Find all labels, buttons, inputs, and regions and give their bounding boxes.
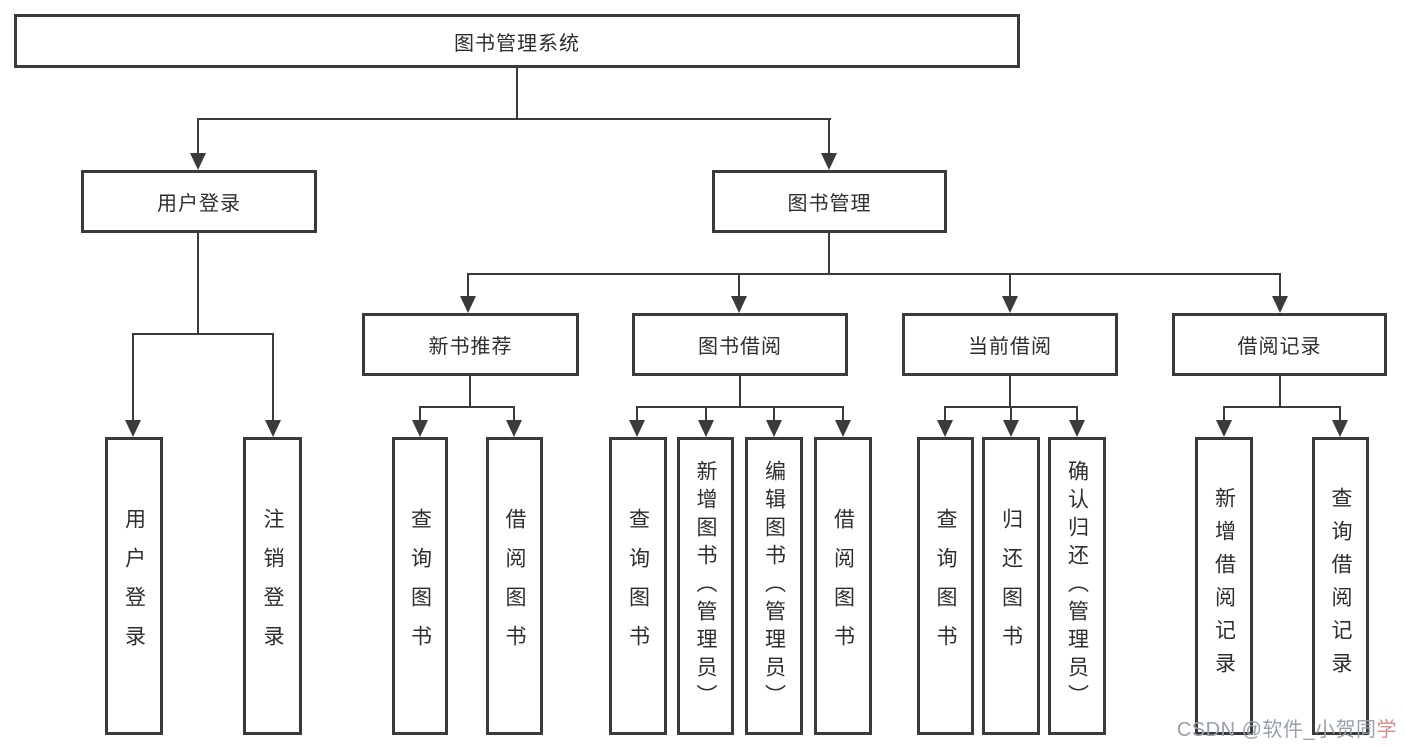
connector-line: [132, 333, 274, 335]
leaf-borrow-books: 借阅图书: [814, 437, 872, 735]
node-user-login: 用户登录: [81, 170, 317, 233]
leaf-label: 查询图书: [934, 508, 957, 664]
connector-line: [132, 333, 134, 421]
leaf-label: 查询图书: [626, 508, 650, 664]
arrow-down-icon: [1332, 420, 1348, 437]
node-label: 当前借阅: [968, 336, 1052, 358]
connector-line: [1223, 406, 1225, 421]
connector-line: [419, 406, 421, 421]
leaf-confirm-return-admin: 确认归还（管理员）: [1048, 437, 1106, 735]
watermark-text: CSDN @软件_小贺同: [1176, 719, 1377, 741]
connector-line: [1339, 406, 1341, 421]
arrow-down-icon: [460, 296, 476, 313]
node-label: 新书推荐: [428, 336, 513, 358]
leaf-edit-books-admin: 编辑图书（管理员）: [745, 437, 803, 735]
connector-line: [842, 406, 844, 421]
connector-line: [197, 233, 199, 334]
leaf-label: 确认归还（管理员）: [1065, 460, 1089, 712]
leaf-label: 借阅图书: [831, 508, 855, 664]
connector-line: [513, 406, 515, 421]
arrow-down-icon: [1002, 296, 1018, 313]
connector-line: [516, 68, 518, 118]
arrow-down-icon: [412, 420, 428, 437]
arrow-down-icon: [265, 420, 281, 437]
leaf-label: 用户登录: [122, 508, 146, 664]
leaf-add-borrow-record: 新增借阅记录: [1195, 437, 1253, 735]
arrow-down-icon: [1272, 296, 1288, 313]
leaf-add-books-admin: 新增图书（管理员）: [677, 437, 734, 735]
arrow-down-icon: [766, 420, 782, 437]
leaf-query-borrow-record: 查询借阅记录: [1312, 437, 1369, 735]
connector-line: [467, 273, 1281, 275]
node-label: 借阅记录: [1237, 336, 1322, 358]
arrow-down-icon: [125, 420, 141, 437]
node-label: 用户登录: [157, 193, 241, 215]
connector-line: [828, 118, 830, 154]
node-label: 图书管理: [787, 193, 872, 215]
arrow-down-icon: [190, 153, 206, 170]
leaf-label: 新增图书（管理员）: [694, 460, 717, 712]
leaf-borrow-books-newbook: 借阅图书: [486, 437, 543, 735]
connector-line: [1010, 406, 1012, 421]
connector-line: [197, 118, 831, 120]
leaf-query-books-current: 查询图书: [917, 437, 974, 735]
connector-line: [467, 273, 469, 297]
csdn-watermark: CSDN @软件_小贺同学: [1177, 713, 1397, 742]
leaf-label: 查询图书: [408, 508, 432, 664]
arrow-down-icon: [835, 420, 851, 437]
arrow-down-icon: [1003, 420, 1019, 437]
leaf-logout: 注销登录: [243, 437, 302, 735]
connector-line: [1279, 273, 1281, 297]
arrow-down-icon: [629, 420, 645, 437]
connector-line: [636, 406, 844, 408]
connector-line: [1279, 376, 1281, 406]
arrow-down-icon: [821, 153, 837, 170]
leaf-label: 新增借阅记录: [1212, 487, 1236, 685]
leaf-label: 查询借阅记录: [1329, 487, 1352, 685]
connector-line: [272, 333, 274, 421]
leaf-query-books-borrow: 查询图书: [609, 437, 667, 735]
node-book-management: 图书管理: [712, 170, 947, 233]
node-label: 图书管理系统: [454, 32, 580, 55]
connector-line: [828, 233, 830, 273]
arrow-down-icon: [1216, 420, 1232, 437]
node-root-system: 图书管理系统: [14, 14, 1020, 68]
connector-line: [1223, 406, 1341, 408]
leaf-label: 借阅图书: [503, 508, 526, 664]
arrow-down-icon: [1069, 420, 1085, 437]
leaf-user-login: 用户登录: [105, 437, 163, 735]
leaf-query-books-newbook: 查询图书: [392, 437, 448, 735]
node-new-book-recommend: 新书推荐: [362, 313, 579, 376]
connector-line: [636, 406, 638, 421]
node-book-borrowing: 图书借阅: [632, 313, 848, 376]
connector-line: [1009, 273, 1011, 297]
leaf-label: 注销登录: [261, 508, 284, 664]
leaf-return-books: 归还图书: [982, 437, 1040, 735]
connector-line: [944, 406, 946, 421]
arrow-down-icon: [731, 296, 747, 313]
node-borrowing-records: 借阅记录: [1172, 313, 1387, 376]
connector-line: [469, 376, 471, 406]
leaf-label: 编辑图书（管理员）: [762, 460, 786, 712]
connector-line: [1009, 376, 1011, 406]
watermark-accent-text: 学: [1376, 719, 1397, 741]
node-current-borrowing: 当前借阅: [902, 313, 1118, 376]
connector-line: [197, 118, 199, 154]
connector-line: [419, 406, 515, 408]
connector-line: [738, 273, 740, 297]
node-label: 图书借阅: [698, 336, 782, 358]
arrow-down-icon: [698, 420, 714, 437]
arrow-down-icon: [506, 420, 522, 437]
connector-line: [773, 406, 775, 421]
arrow-down-icon: [937, 420, 953, 437]
connector-line: [705, 406, 707, 421]
connector-line: [739, 376, 741, 406]
leaf-label: 归还图书: [999, 508, 1023, 664]
connector-line: [1076, 406, 1078, 421]
